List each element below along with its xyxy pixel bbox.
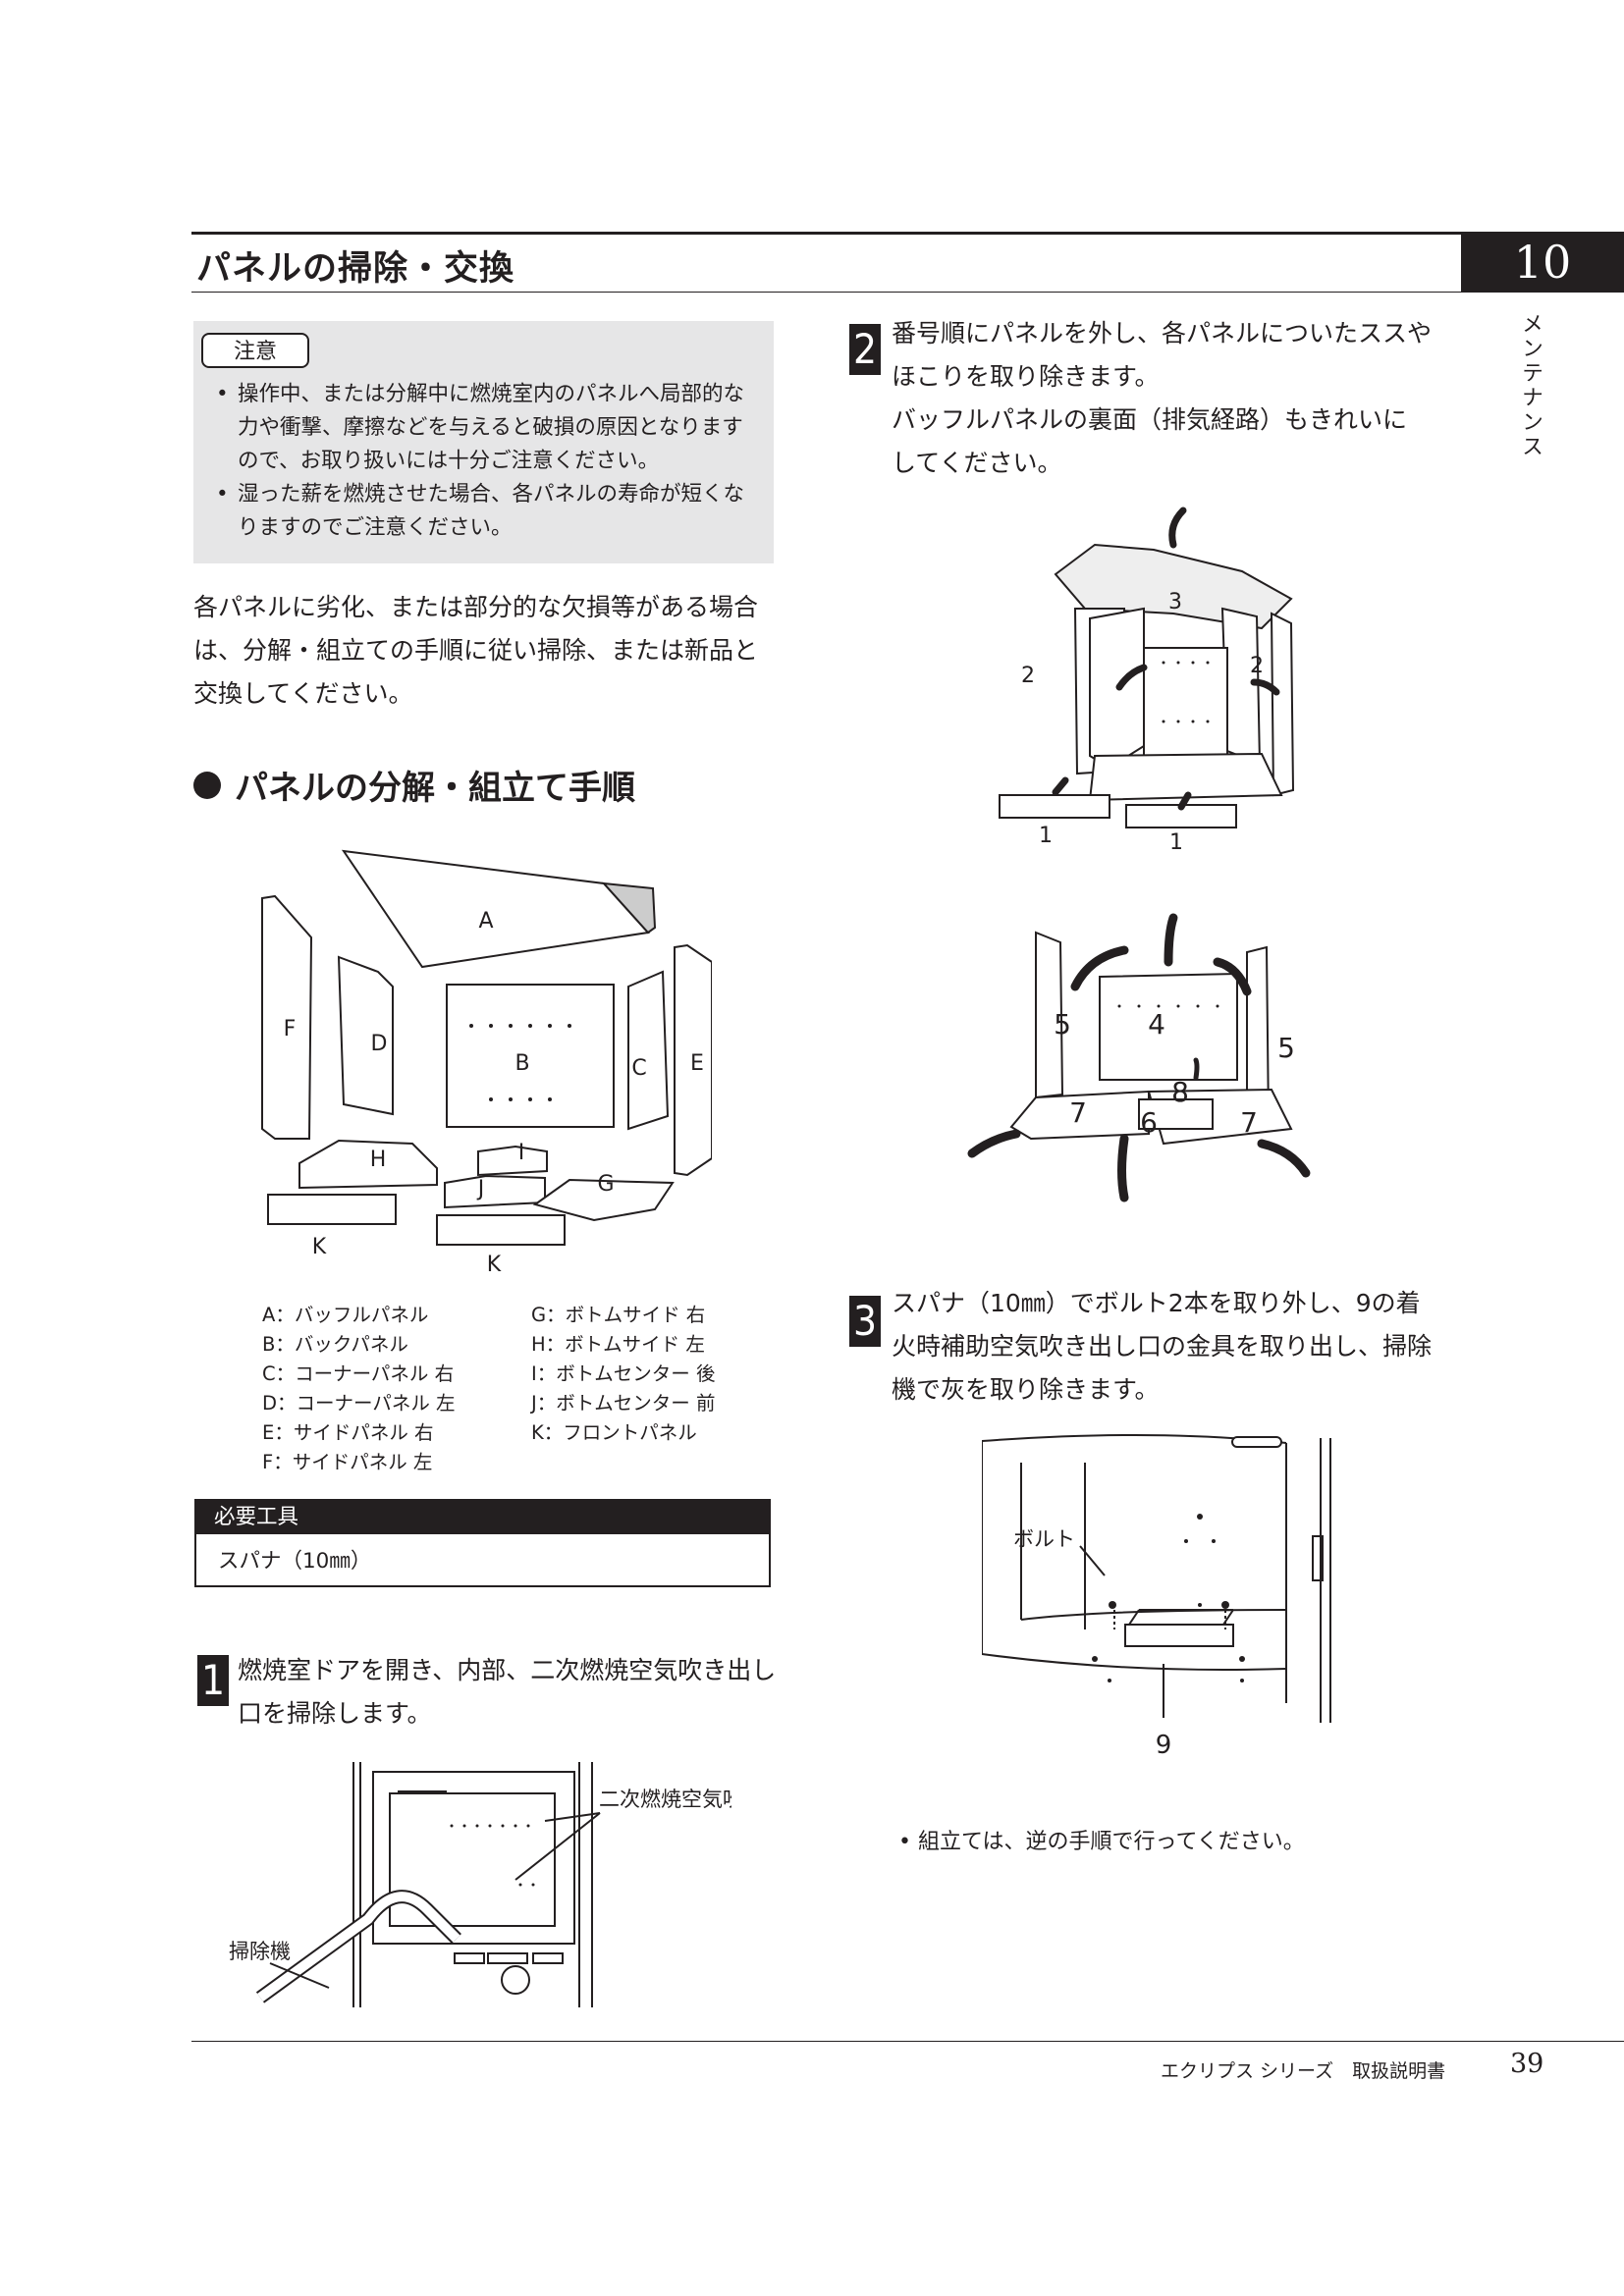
legend-item: I：ボトムセンター 後 [531,1362,716,1385]
bolt-removal-diagram: ボルト 9 [982,1433,1331,1760]
legend-item: J：ボトムセンター 前 [531,1392,716,1415]
legend-item: K：フロントパネル [531,1421,697,1444]
bullet-dot-icon [193,771,221,799]
step-number: 3 [849,1296,881,1347]
caution-item: 湿った薪を燃焼させた場合、各パネルの寿命が短くなりますのでご注意ください。 [214,478,764,545]
label-G: G [597,1172,614,1197]
panel-removal-diagram-b: 5 4 5 8 7 6 7 [967,913,1311,1202]
diagram-b-label: 6 [1140,1106,1158,1139]
diagram-b-label: 8 [1171,1076,1189,1108]
section-title: パネルの掃除・交換 [196,249,515,289]
step-text: スパナ（10㎜）でボルト2本を取り外し、9の着火時補助空気吹き出し口の金具を取り… [892,1289,1433,1404]
label-K: K [487,1253,502,1276]
legend-item: D：コーナーパネル 左 [262,1392,456,1415]
label-I: I [518,1141,525,1165]
stove-cleaning-illustration: 二次燃焼空気吹き出し口 掃除機 [229,1762,731,2007]
label-K: K [312,1235,327,1259]
callout-vacuum: 掃除機 [229,1940,291,1963]
panel-exploded-diagram: A B C D E F G H I J K K [261,849,712,1276]
diagram-b-label: 4 [1148,1008,1165,1041]
header-rule [191,232,1624,235]
legend-item: E：サイドパネル 右 [262,1421,434,1444]
label-A: A [478,909,493,934]
callout-air-outlet: 二次燃焼空気吹き出し口 [599,1788,731,1811]
step-text-line: 番号順にパネルを外し、各パネルについたススやほこりを取り除きます。 [892,319,1433,391]
diagram-b-label: 5 [1054,1008,1071,1041]
diagram-a-label: 2 [1021,664,1035,688]
footer-rule [191,2041,1624,2042]
legend-item: C：コーナーパネル 右 [262,1362,455,1385]
step-number: 1 [197,1655,229,1706]
caution-item: 操作中、または分解中に燃焼室内のパネルへ局部的な力や衝撃、摩擦などを与えると破損… [214,378,764,478]
intro-text: 各パネルに劣化、または部分的な欠損等がある場合は、分解・組立ての手順に従い掃除、… [193,593,759,708]
subheading: パネルの分解・組立て手順 [193,761,635,809]
legend-item: F：サイドパネル 左 [262,1451,433,1473]
callout-fitting: 9 [1156,1731,1172,1760]
header-underline [191,292,1624,293]
caution-list: 操作中、または分解中に燃焼室内のパネルへ局部的な力や衝撃、摩擦などを与えると破損… [214,378,764,545]
legend-item: A：バッフルパネル [262,1304,429,1326]
callout-bolt: ボルト [1013,1527,1075,1551]
step-text: 番号順にパネルを外し、各パネルについたススやほこりを取り除きます。 バッフルパネ… [892,312,1432,485]
required-tools-box: 必要工具 スパナ（10㎜） [194,1499,771,1587]
footer-title: エクリプス シリーズ 取扱説明書 [1161,2060,1446,2082]
diagram-a-label: 1 [1039,824,1053,848]
panel-removal-diagram-a: 3 2 2 1 1 [999,507,1295,855]
caution-label: 注意 [201,333,309,368]
label-F: F [284,1017,297,1041]
chapter-number: 10 [1461,232,1624,293]
assembly-note-text: 組立ては、逆の手順で行ってください。 [917,1830,1305,1854]
panel-legend-left: A：バッフルパネル B：バックパネル C：コーナーパネル 右 D：コーナーパネル… [262,1301,456,1477]
label-H: H [370,1148,387,1172]
tools-heading: 必要工具 [196,1501,769,1534]
label-J: J [476,1177,485,1201]
diagram-a-label: 3 [1168,590,1182,614]
step-number: 2 [849,324,881,375]
step-text-line: バッフルパネルの裏面（排気経路）もきれいにしてください。 [892,405,1408,477]
legend-item: H：ボトムサイド 左 [531,1333,705,1356]
bullet-icon: • [898,1830,918,1854]
step-text: 燃焼室ドアを開き、内部、二次燃焼空気吹き出し口を掃除します。 [238,1656,777,1728]
side-tab-label: メンテナンス [1518,312,1543,459]
diagram-a-label: 2 [1250,654,1264,678]
label-C: C [631,1056,646,1081]
diagram-a-label: 1 [1169,830,1183,855]
label-B: B [514,1051,529,1076]
subheading-text: パネルの分解・組立て手順 [235,769,635,808]
panel-legend-right: G：ボトムサイド 右 H：ボトムサイド 左 I：ボトムセンター 後 J：ボトムセ… [531,1301,715,1448]
tools-item: スパナ（10㎜） [218,1549,372,1574]
diagram-b-label: 5 [1277,1032,1295,1064]
diagram-b-label: 7 [1240,1106,1258,1139]
diagram-b-label: 7 [1069,1096,1087,1129]
page-number: 39 [1510,2049,1544,2079]
assembly-note: • 組立ては、逆の手順で行ってください。 [898,1824,1305,1855]
label-E: E [690,1051,704,1076]
legend-item: G：ボトムサイド 右 [531,1304,706,1326]
legend-item: B：バックパネル [262,1333,408,1356]
label-D: D [371,1032,388,1056]
